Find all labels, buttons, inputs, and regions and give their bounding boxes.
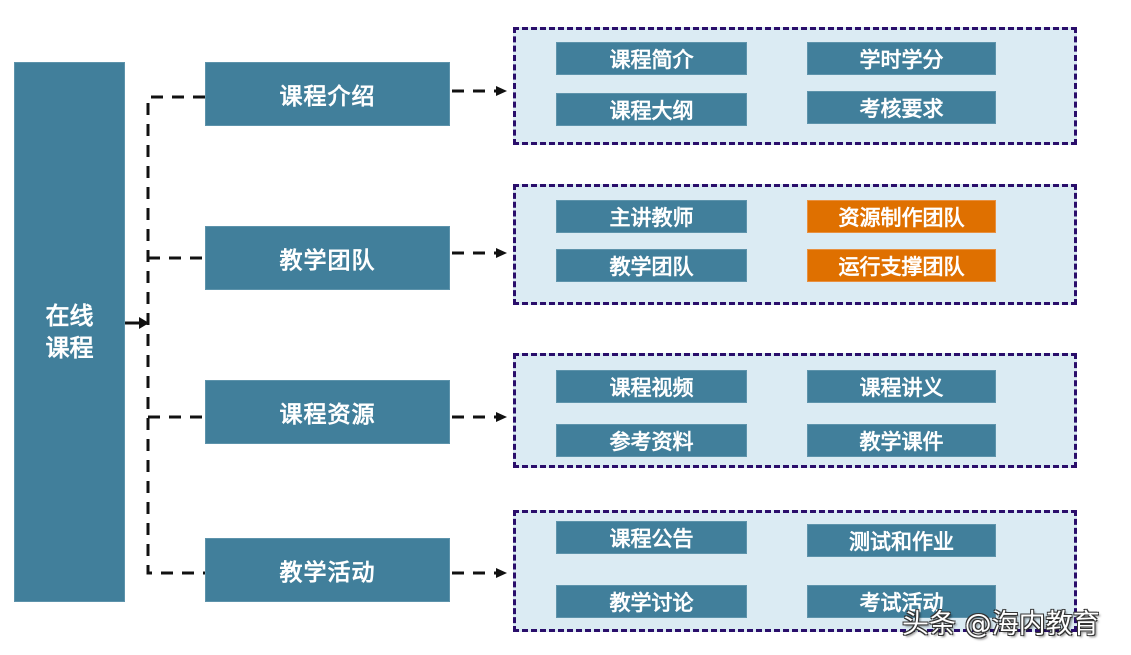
item-resource-production-team: 资源制作团队 xyxy=(807,200,996,233)
root-label-line1: 在线 xyxy=(45,302,94,330)
item-assessment: 考核要求 xyxy=(807,91,996,124)
root-node-online-course: 在线 课程 xyxy=(14,62,125,602)
item-exam-activities: 考试活动 xyxy=(807,585,996,618)
item-teaching-team: 教学团队 xyxy=(556,249,747,282)
root-label-line2: 课程 xyxy=(45,334,94,362)
item-lecture-notes: 课程讲义 xyxy=(807,370,996,403)
group-teaching-activities: 课程公告 测试和作业 教学讨论 考试活动 xyxy=(513,510,1077,632)
item-discussion: 教学讨论 xyxy=(556,585,747,618)
watermark: 头条 @海内教育 xyxy=(902,609,1100,640)
category-teaching-activities: 教学活动 xyxy=(205,538,450,602)
item-reference-materials: 参考资料 xyxy=(556,424,747,457)
item-course-videos: 课程视频 xyxy=(556,370,747,403)
item-course-summary: 课程简介 xyxy=(556,42,747,75)
arrowhead-4 xyxy=(496,568,507,578)
item-announcements: 课程公告 xyxy=(556,521,747,554)
category-teaching-team: 教学团队 xyxy=(205,226,450,290)
arrowhead-2 xyxy=(496,248,507,258)
item-tests-homework: 测试和作业 xyxy=(807,524,996,557)
group-course-resources: 课程视频 课程讲义 参考资料 教学课件 xyxy=(513,353,1077,468)
arrowhead-1 xyxy=(496,86,507,96)
category-course-resources: 课程资源 xyxy=(205,380,450,444)
category-course-intro: 课程介绍 xyxy=(205,62,450,126)
item-operations-support-team: 运行支撑团队 xyxy=(807,249,996,282)
arrowhead-3 xyxy=(496,412,507,422)
arrowhead-root xyxy=(139,317,149,329)
group-course-intro: 课程简介 学时学分 课程大纲 考核要求 xyxy=(513,27,1077,145)
spine-connector xyxy=(146,95,205,575)
item-syllabus: 课程大纲 xyxy=(556,93,747,126)
item-hours-credits: 学时学分 xyxy=(807,42,996,75)
item-lead-teacher: 主讲教师 xyxy=(556,200,747,233)
group-teaching-team: 主讲教师 资源制作团队 教学团队 运行支撑团队 xyxy=(513,184,1077,305)
item-courseware: 教学课件 xyxy=(807,424,996,457)
